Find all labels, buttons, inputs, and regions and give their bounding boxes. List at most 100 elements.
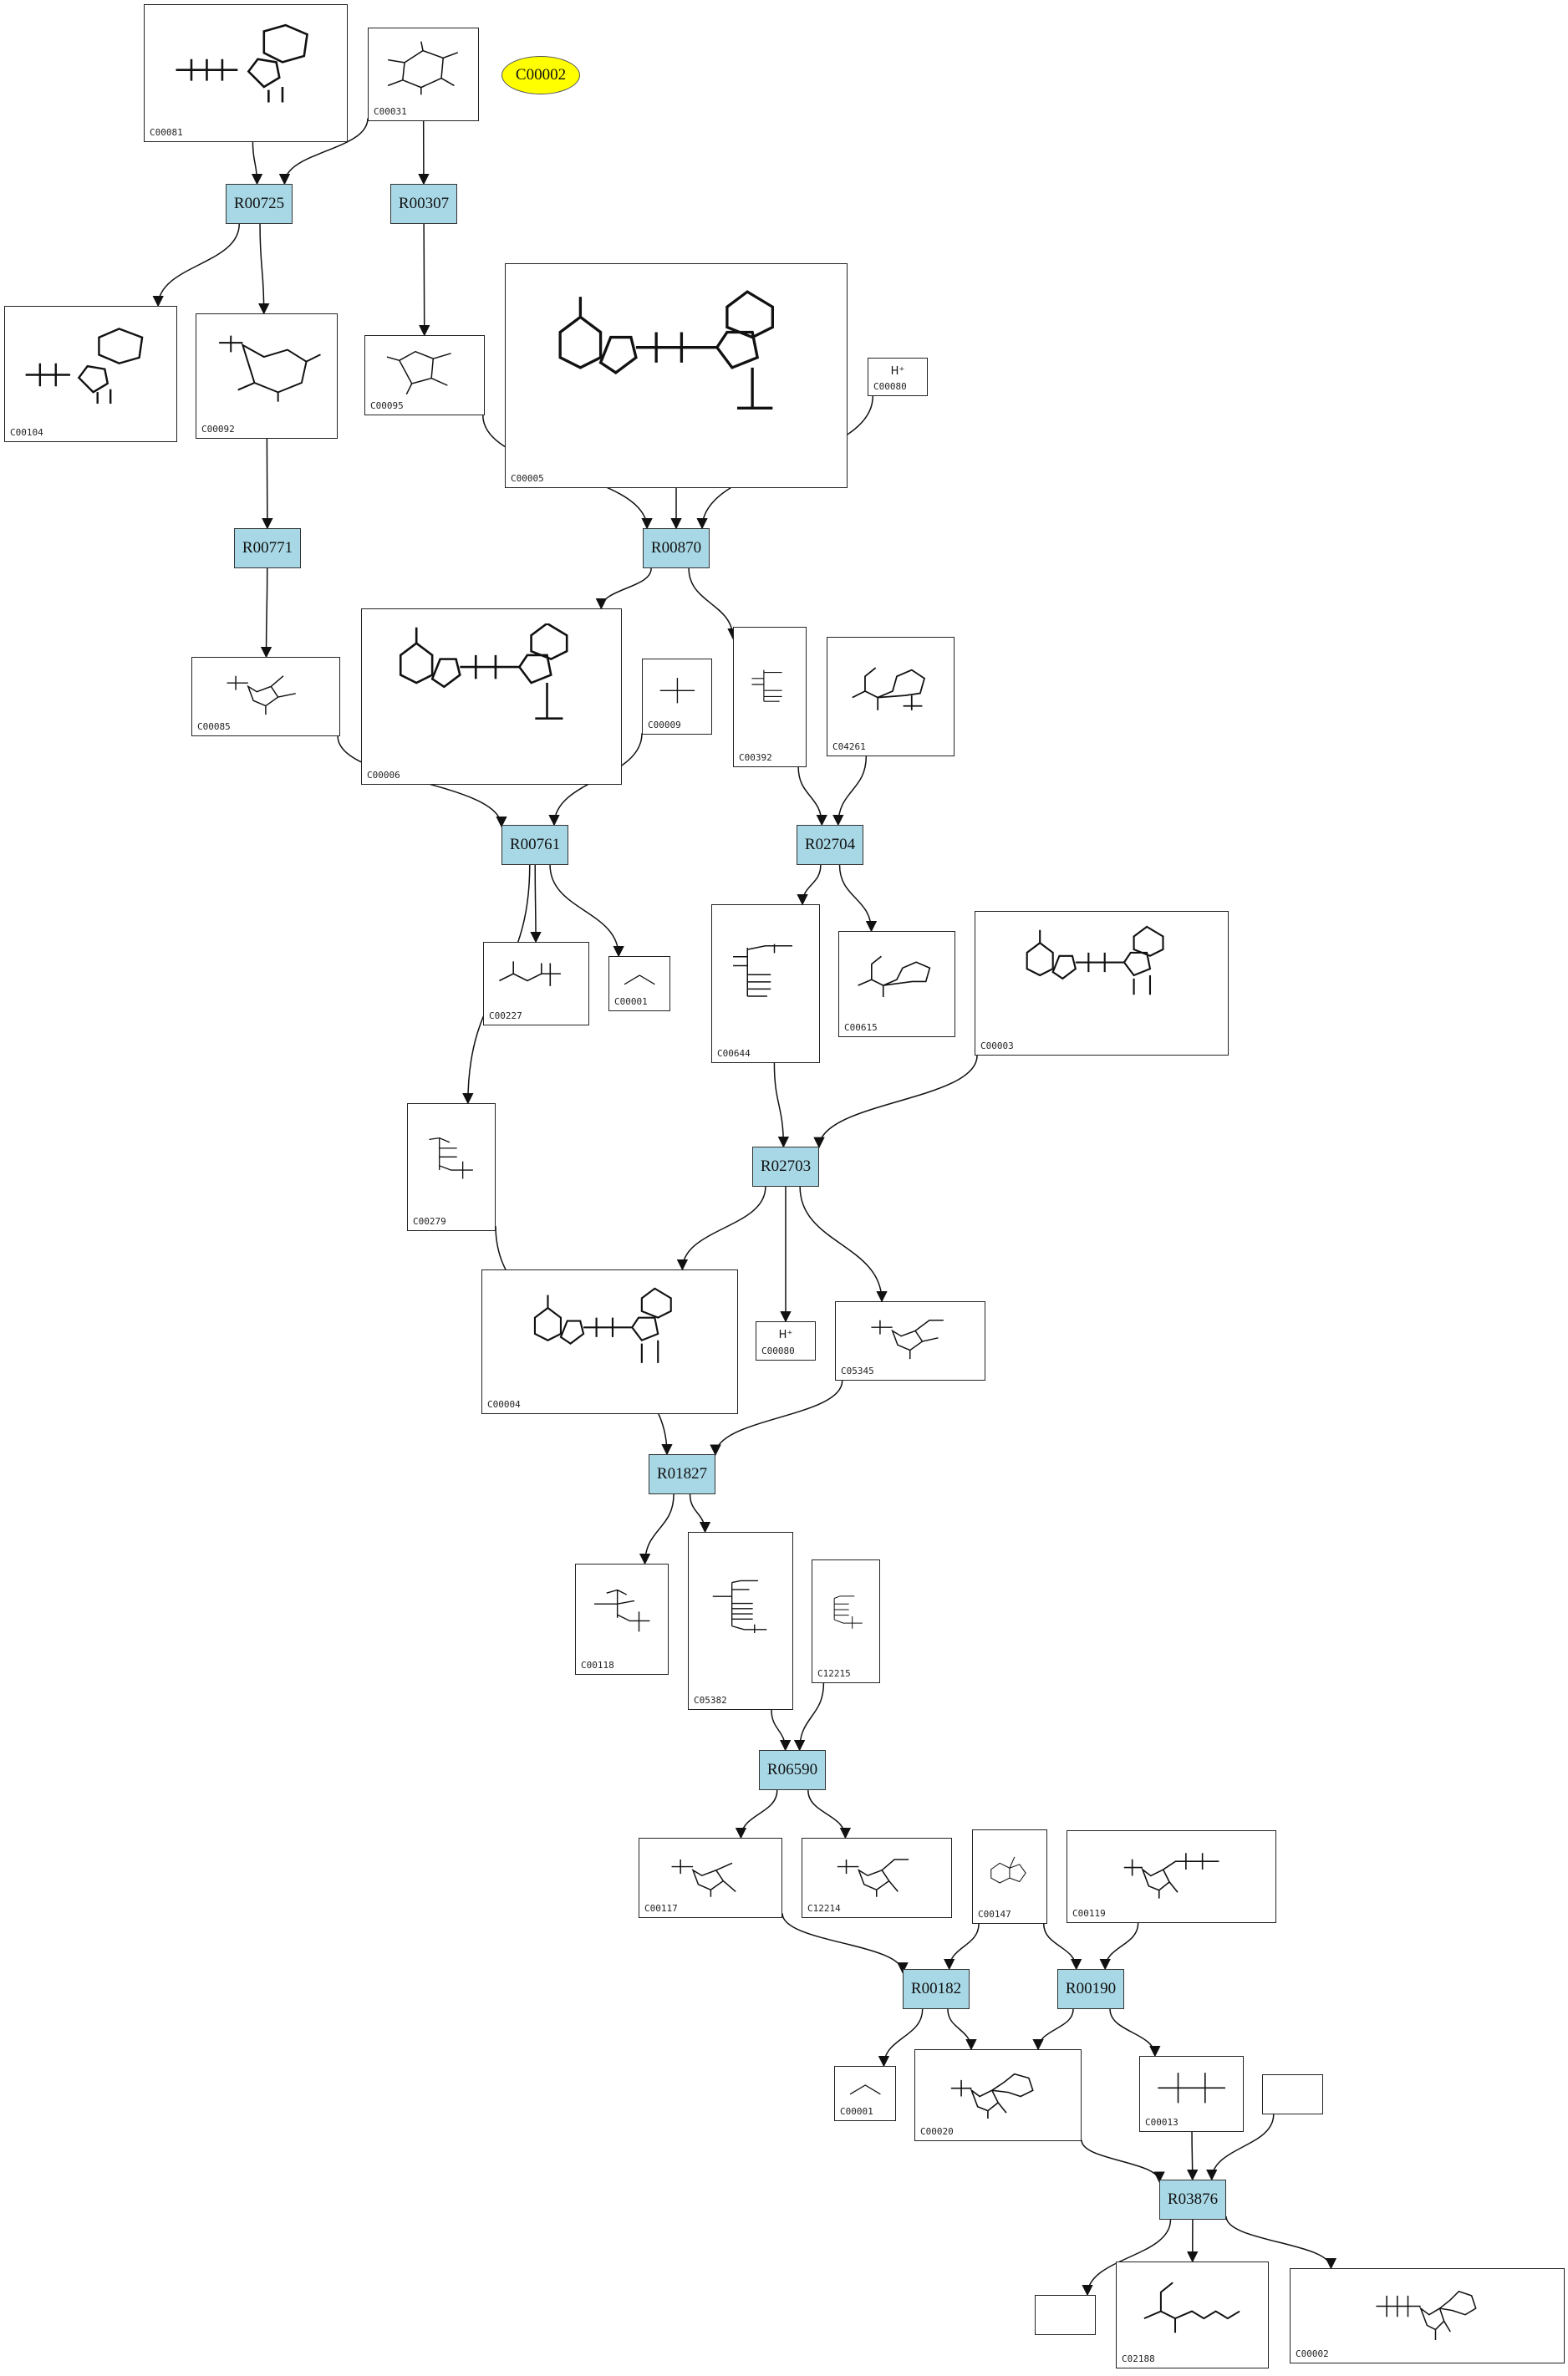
structure-c00392 bbox=[751, 669, 782, 703]
compound-label: C00117 bbox=[644, 1903, 678, 1914]
compound-c00117[interactable]: C00117 bbox=[639, 1838, 782, 1918]
structure-c00104 bbox=[26, 327, 144, 404]
structure-c00081 bbox=[176, 23, 309, 103]
compound-c00001[interactable]: C00001 bbox=[834, 2066, 896, 2121]
structure-c00147 bbox=[990, 1856, 1026, 1884]
edge-c00003-to-r02703 bbox=[813, 1055, 978, 1149]
compound-c00081[interactable]: C00081 bbox=[144, 4, 348, 142]
compound-c00118[interactable]: C00118 bbox=[575, 1564, 669, 1675]
reaction-label: R00190 bbox=[1065, 1980, 1117, 1997]
edge-r00870-to-c00006 bbox=[595, 567, 652, 610]
compound-c00031[interactable]: C00031 bbox=[368, 28, 479, 121]
compound-c00001[interactable]: C00001 bbox=[608, 956, 670, 1011]
structure-c00119 bbox=[1123, 1853, 1219, 1899]
reaction-r02704[interactable]: R02704 bbox=[797, 825, 863, 865]
target-compound-label: C00002 bbox=[515, 66, 567, 84]
compound-label: C00013 bbox=[1145, 2117, 1179, 2128]
compound-c00006[interactable]: C00006 bbox=[361, 608, 622, 785]
compound-c02188[interactable]: C02188 bbox=[1116, 2262, 1269, 2368]
compound-label: C00031 bbox=[374, 106, 407, 117]
compound-c00279[interactable]: C00279 bbox=[407, 1103, 496, 1231]
edge-r01827-to-c00118 bbox=[639, 1493, 675, 1565]
compound-c00092[interactable]: C00092 bbox=[196, 313, 338, 439]
compound-c05382[interactable]: C05382 bbox=[688, 1532, 793, 1710]
compound-label: C00227 bbox=[489, 1010, 522, 1021]
compound-c00085[interactable]: C00085 bbox=[191, 657, 340, 736]
compound-label: C00002 bbox=[1296, 2348, 1329, 2359]
edge-r00761-to-c00227 bbox=[530, 864, 542, 944]
reaction-r00761[interactable]: R00761 bbox=[501, 825, 568, 865]
reaction-r00725[interactable]: R00725 bbox=[226, 184, 293, 224]
compound-label: C00005 bbox=[511, 473, 544, 484]
edge-c00147-to-r00182 bbox=[943, 1923, 980, 1971]
target-compound-c00002[interactable]: C00002 bbox=[501, 56, 580, 94]
reaction-label: R03876 bbox=[1167, 2190, 1219, 2208]
reaction-r00182[interactable]: R00182 bbox=[903, 1969, 970, 2009]
compound-c00080[interactable]: H⁺ C00080 bbox=[868, 358, 928, 396]
reaction-label: R00771 bbox=[242, 539, 293, 557]
compound-label: C00104 bbox=[10, 427, 43, 438]
structure-c00644 bbox=[733, 944, 793, 997]
structure-c00615 bbox=[858, 955, 931, 997]
compound-c00004[interactable]: C00004 bbox=[481, 1269, 738, 1414]
compound-c00005[interactable]: C00005 bbox=[505, 263, 848, 488]
reaction-r00190[interactable]: R00190 bbox=[1057, 1969, 1124, 2009]
compound-c05345[interactable]: C05345 bbox=[835, 1301, 985, 1381]
edge-r00725-to-c00092 bbox=[257, 223, 270, 315]
reaction-label: R06590 bbox=[766, 1761, 818, 1778]
reaction-r00771[interactable]: R00771 bbox=[234, 528, 301, 568]
compound-c00119[interactable]: C00119 bbox=[1067, 1830, 1276, 1923]
edge-r00182-to-c00020 bbox=[947, 2008, 977, 2051]
compound-c00080[interactable]: H⁺ C00080 bbox=[756, 1321, 816, 1361]
compound-label: C02188 bbox=[1122, 2353, 1155, 2364]
structure-c00227 bbox=[499, 961, 561, 986]
compound-c00615[interactable]: C00615 bbox=[838, 931, 955, 1037]
reaction-r00870[interactable]: R00870 bbox=[643, 528, 710, 568]
edge-r01827-to-c05382 bbox=[689, 1493, 711, 1534]
compound-label: C00147 bbox=[978, 1909, 1011, 1920]
structure-c12215 bbox=[834, 1595, 863, 1629]
compound-c00003[interactable]: C00003 bbox=[975, 911, 1229, 1056]
compound-label: C00081 bbox=[150, 127, 183, 138]
compound-c00020[interactable]: C00020 bbox=[914, 2049, 1082, 2141]
edge-r02703-to-c05345 bbox=[799, 1186, 888, 1303]
compound-c00644[interactable]: C00644 bbox=[711, 904, 820, 1063]
compound-c00095[interactable]: C00095 bbox=[364, 335, 485, 415]
edge-c00119-to-r00190 bbox=[1099, 1922, 1139, 1971]
compound-c00009[interactable]: C00009 bbox=[642, 659, 712, 735]
edge-c00644-to-r02703 bbox=[773, 1062, 790, 1148]
edge-r02704-to-c00644 bbox=[797, 864, 822, 906]
compound-label: C00118 bbox=[581, 1660, 614, 1671]
compound-c00392[interactable]: C00392 bbox=[733, 627, 807, 767]
compound-c00227[interactable]: C00227 bbox=[483, 942, 589, 1025]
structure-c00003 bbox=[1026, 925, 1164, 995]
compound-unlabeled[interactable] bbox=[1262, 2074, 1323, 2114]
structure-c00002 bbox=[1376, 2290, 1477, 2341]
compound-label: C00080 bbox=[761, 1346, 795, 1356]
compound-c12215[interactable]: C12215 bbox=[812, 1559, 880, 1683]
reaction-r01827[interactable]: R01827 bbox=[649, 1454, 715, 1494]
edge-r06590-to-c00117 bbox=[735, 1789, 778, 1839]
structure-c05345 bbox=[871, 1320, 944, 1360]
reaction-r03876[interactable]: R03876 bbox=[1159, 2180, 1226, 2220]
structure-c02188 bbox=[1143, 2282, 1241, 2333]
reaction-label: R00870 bbox=[650, 539, 702, 557]
structure-c04261 bbox=[852, 667, 926, 711]
reaction-label: R00182 bbox=[910, 1980, 962, 1997]
edge-r00190-to-c00020 bbox=[1032, 2008, 1074, 2051]
compound-c00104[interactable]: C00104 bbox=[4, 306, 177, 442]
structure-c00001 bbox=[624, 974, 655, 985]
compound-c12214[interactable]: C12214 bbox=[802, 1838, 952, 1918]
compound-unlabeled[interactable] bbox=[1035, 2295, 1096, 2335]
edge-c00013-to-r03876 bbox=[1186, 2131, 1199, 2181]
reaction-r02703[interactable]: R02703 bbox=[752, 1147, 819, 1187]
structure-c00013 bbox=[1158, 2073, 1225, 2104]
compound-c04261[interactable]: C04261 bbox=[827, 637, 955, 756]
reaction-r06590[interactable]: R06590 bbox=[759, 1750, 826, 1790]
compound-c00013[interactable]: C00013 bbox=[1139, 2056, 1244, 2132]
compound-c00147[interactable]: C00147 bbox=[972, 1829, 1047, 1924]
edge-r02703-to-c00004 bbox=[676, 1186, 766, 1271]
reaction-r00307[interactable]: R00307 bbox=[390, 184, 457, 224]
compound-c00002[interactable]: C00002 bbox=[1290, 2268, 1565, 2363]
